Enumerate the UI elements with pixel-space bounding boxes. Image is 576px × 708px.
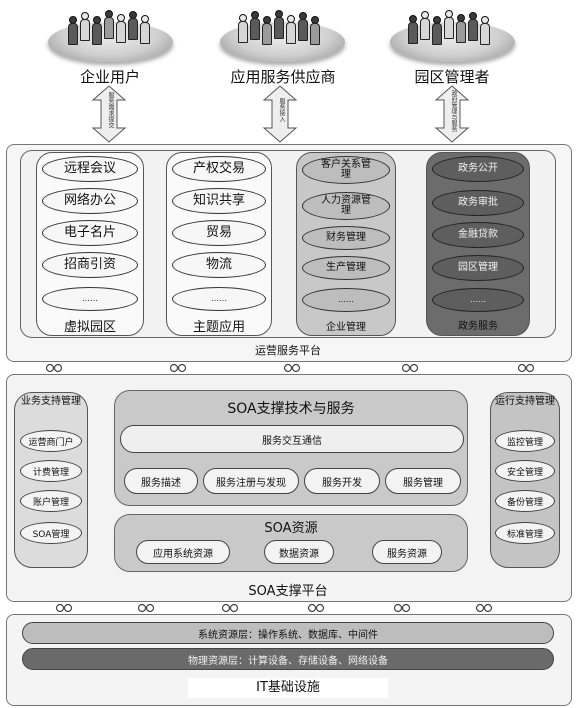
gov-approval-item[interactable]: 政务审批 [432,190,524,216]
finance-mgmt-item[interactable]: 财务管理 [302,226,390,250]
business-support-title: 业务支持管理 [21,396,81,407]
gov-services-caption: 政务服务 [458,321,498,332]
data-resources-button[interactable]: 数据资源 [264,540,334,564]
virtual-park-caption: 虚拟园区 [63,320,116,335]
standards-mgmt-item[interactable]: 标准管理 [495,522,555,544]
service-development-button[interactable]: 服务开发 [304,468,380,494]
service-providers-people-icon [232,6,332,46]
link-connector-icon [401,363,419,373]
link-connector-icon [307,603,325,613]
service-interaction-bus[interactable]: 服务交互通信 [120,425,464,453]
link-connector-icon [393,603,411,613]
link-connector-icon [517,363,535,373]
double-arrow-icon-1 [91,85,127,143]
app-system-resources-button[interactable]: 应用系统资源 [136,540,230,564]
service-registry-button[interactable]: 服务注册与发现 [203,468,299,494]
service-providers-label: 应用服务供应商 [230,68,336,86]
service-description-button[interactable]: 服务描述 [124,468,198,494]
soa-resources-title: SOA资源 [264,521,318,536]
theme-apps-caption: 主题应用 [192,320,245,335]
park-managers-label: 园区管理者 [414,68,490,86]
system-resource-layer[interactable]: 系统资源层：操作系统、数据库、中间件 [22,622,554,644]
soa-mgmt-item[interactable]: SOA管理 [20,522,82,544]
double-arrow-icon-3 [434,85,470,143]
trade-item[interactable]: 贸易 [172,220,266,246]
link-connector-icon [169,363,187,373]
connectors-lower [55,603,493,613]
billing-mgmt-item[interactable]: 计费管理 [20,460,82,482]
enterprise-users-label: 企业用户 [79,68,140,86]
park-mgmt-item[interactable]: 园区管理 [432,255,524,281]
service-resources-button[interactable]: 服务资源 [372,540,442,564]
soa-tech-services-title: SOA支撑技术与服务 [227,401,355,417]
network-office-item[interactable]: 网络办公 [42,188,138,214]
financial-loan-item[interactable]: 金融贷款 [432,222,524,248]
e-card-item[interactable]: 电子名片 [42,220,138,246]
operations-platform-title: 运营服务平台 [255,344,321,357]
infrastructure-title: IT基础设施 [188,678,388,698]
enterprise-users-people-icon [62,6,162,46]
remote-meeting-item[interactable]: 远程会议 [42,156,138,182]
arrows-layer [91,85,470,143]
link-connector-icon [45,363,63,373]
investment-attraction-item[interactable]: 招商引资 [42,252,138,278]
more-item[interactable]: …… [432,288,524,312]
crm-item[interactable]: 客户关系管理 [302,156,390,184]
gov-disclosure-item[interactable]: 政务公开 [432,156,524,182]
link-connector-icon [283,363,301,373]
hr-mgmt-item[interactable]: 人力资源管理 [302,192,390,220]
knowledge-sharing-item[interactable]: 知识共享 [172,188,266,214]
security-mgmt-item[interactable]: 安全管理 [495,460,555,482]
monitoring-mgmt-item[interactable]: 监控管理 [495,430,555,452]
arrow-label-1: 服务需求提交 [107,92,114,128]
backup-mgmt-item[interactable]: 备份管理 [495,490,555,512]
operations-support-title: 运行支持管理 [495,396,555,407]
link-connector-icon [137,603,155,613]
arrow-label-3: 政府管理与服务 [450,90,457,132]
connectors-upper [45,363,535,373]
physical-resource-layer[interactable]: 物理资源层：计算设备、存储设备、网络设备 [22,648,554,670]
property-trading-item[interactable]: 产权交易 [172,156,266,182]
operator-portal-item[interactable]: 运营商门户 [20,430,82,452]
link-connector-icon [221,603,239,613]
soa-platform-title: SOA支撑平台 [248,584,328,599]
link-connector-icon [475,603,493,613]
double-arrow-icon-2 [262,85,298,143]
account-mgmt-item[interactable]: 账户管理 [20,490,82,512]
production-mgmt-item[interactable]: 生产管理 [302,256,390,280]
enterprise-mgmt-caption: 企业管理 [326,322,366,333]
link-connector-icon [55,603,73,613]
park-managers-people-icon [402,6,502,46]
more-item[interactable]: …… [302,288,390,312]
logistics-item[interactable]: 物流 [172,252,266,278]
more-item[interactable]: …… [42,287,138,311]
more-item[interactable]: …… [172,287,266,311]
arrow-label-2: 服务接入 [278,98,285,122]
service-management-button[interactable]: 服务管理 [385,468,461,494]
